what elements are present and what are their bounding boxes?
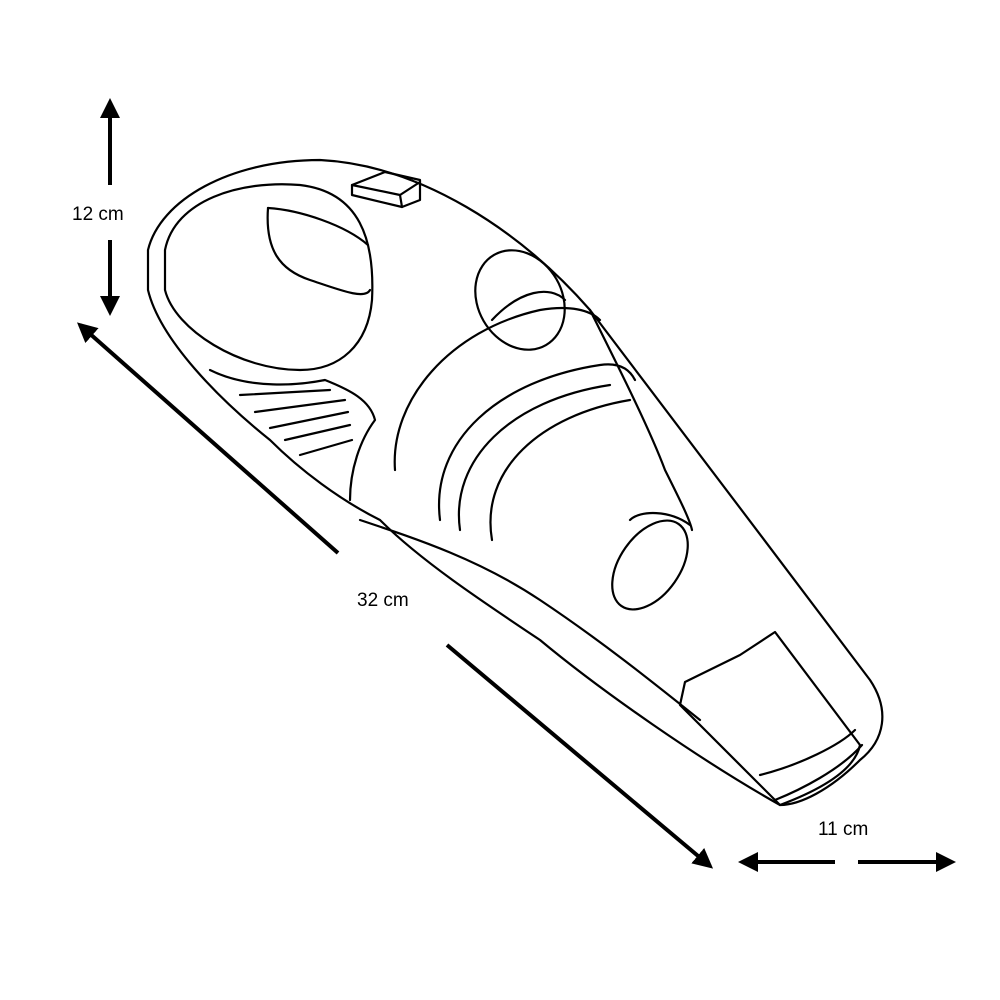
length-label: 32 cm — [357, 590, 409, 611]
height-label: 12 cm — [72, 204, 124, 225]
width-label: 11 cm — [818, 819, 869, 840]
vacuum-body — [146, 158, 884, 807]
length-dimension-arrow — [77, 322, 714, 869]
